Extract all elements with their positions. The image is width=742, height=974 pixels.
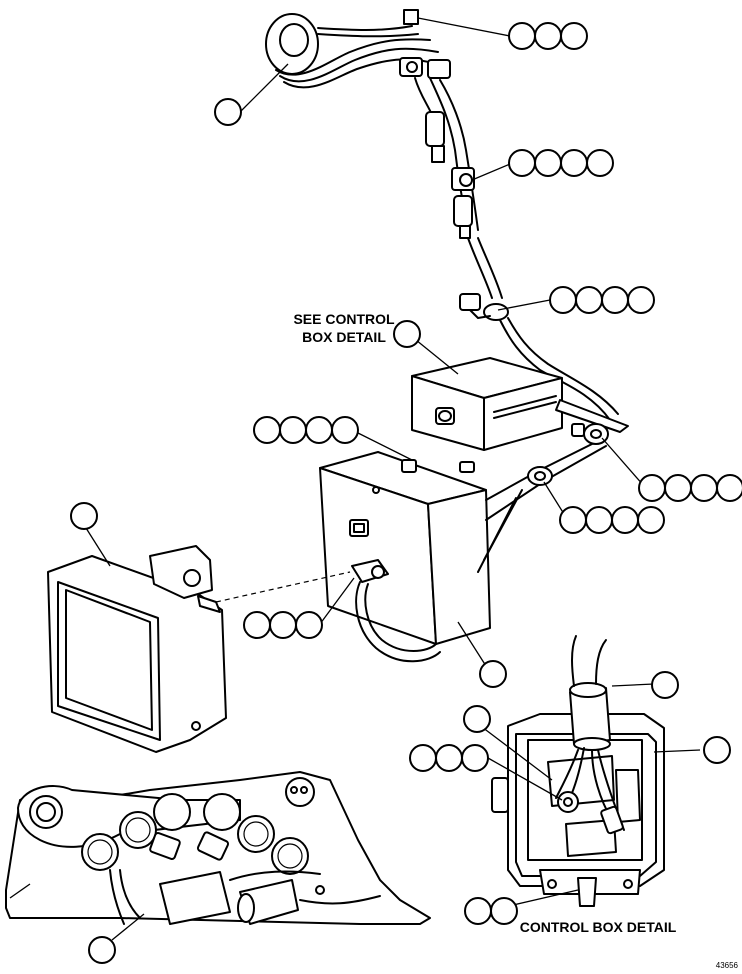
callout-balloon: [560, 149, 588, 177]
callout-balloon: [88, 936, 116, 964]
work-light: [47, 545, 227, 753]
callout-balloon: [560, 22, 588, 50]
lower-light-panel: [5, 771, 431, 925]
callout-balloon: [409, 744, 437, 772]
callout-balloon: [690, 474, 718, 502]
callout-balloon: [559, 506, 587, 534]
control-box-detail: [491, 635, 665, 907]
callout-balloon: [305, 416, 333, 444]
callout-balloon: [534, 22, 562, 50]
callout-balloon: [464, 897, 492, 925]
callout-balloon: [575, 286, 603, 314]
callout-balloon: [586, 149, 614, 177]
callout-balloon: [637, 506, 665, 534]
callout-balloon: [549, 286, 577, 314]
upper-wire-harness: [265, 9, 619, 421]
callout-balloon: [253, 416, 281, 444]
callout-balloon: [331, 416, 359, 444]
callout-balloon: [70, 502, 98, 530]
callout-balloon: [664, 474, 692, 502]
see-control-box-detail-label-line2: BOX DETAIL: [302, 329, 386, 345]
callout-balloon: [490, 897, 518, 925]
figure-number: 43656: [716, 961, 739, 970]
callout-balloon: [534, 149, 562, 177]
callout-balloon: [601, 286, 629, 314]
callout-balloon: [585, 506, 613, 534]
leader-lines: [9, 17, 701, 941]
callout-balloon: [243, 611, 271, 639]
main-enclosure: [319, 423, 609, 663]
callout-balloon: [279, 416, 307, 444]
callout-balloon: [703, 736, 731, 764]
callout-balloon: [393, 320, 421, 348]
callout-balloon: [508, 149, 536, 177]
callout-balloon: [479, 660, 507, 688]
see-control-box-detail-label: SEE CONTROL: [293, 311, 395, 327]
alignment-dashed-line: [215, 571, 351, 603]
callout-balloon: [461, 744, 489, 772]
callout-balloon: [627, 286, 655, 314]
callout-balloons: [70, 22, 742, 964]
callout-balloon: [716, 474, 742, 502]
callout-balloon: [463, 705, 491, 733]
control-box-upper: [411, 357, 629, 451]
callout-balloon: [611, 506, 639, 534]
callout-balloon: [269, 611, 297, 639]
callout-balloon: [435, 744, 463, 772]
callout-balloon: [638, 474, 666, 502]
callout-balloon: [651, 671, 679, 699]
control-box-detail-caption: CONTROL BOX DETAIL: [520, 919, 677, 935]
callout-balloon: [295, 611, 323, 639]
callout-balloon: [214, 98, 242, 126]
callout-balloon: [508, 22, 536, 50]
